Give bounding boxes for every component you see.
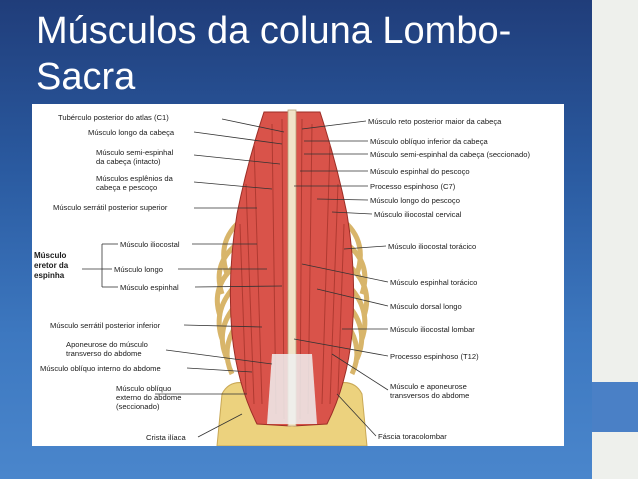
label-iliocostal-toracico: Músculo iliocostal torácico bbox=[388, 242, 477, 251]
label-serratil-inferior: Músculo serrátil posterior inferior bbox=[50, 321, 161, 330]
label-semi-espinhal-seccionado: Músculo semi-espinhal da cabeça (seccion… bbox=[370, 150, 530, 159]
label-reto-posterior: Músculo reto posterior maior da cabeça bbox=[368, 117, 502, 126]
label-fascia-toracolombar: Fáscia toracolombar bbox=[378, 432, 447, 441]
label-espinhal-pescoco: Músculo espinhal do pescoço bbox=[370, 167, 470, 176]
label-processo-t12: Processo espinhoso (T12) bbox=[390, 352, 479, 361]
spinal-column bbox=[287, 109, 297, 427]
label-tuberculo-atlas: Tubérculo posterior do atlas (C1) bbox=[58, 113, 169, 122]
label-espinhal-toracico: Músculo espinhal torácico bbox=[390, 278, 478, 287]
label-obliquo-externo-2: externo do abdome bbox=[116, 393, 182, 402]
label-obliquo-inferior: Músculo oblíquo inferior da cabeça bbox=[370, 137, 488, 146]
right-pointer-lines bbox=[293, 120, 389, 437]
label-longo-pescoco: Músculo longo do pescoço bbox=[370, 196, 460, 205]
slide-title: Músculos da coluna Lombo-Sacra bbox=[36, 10, 512, 98]
label-crista-iliaca: Crista ilíaca bbox=[146, 433, 186, 442]
anatomy-figure: Tubérculo posterior do atlas (C1) Múscul… bbox=[32, 104, 564, 446]
label-esplenios-2: cabeça e pescoço bbox=[96, 183, 158, 192]
anatomy-illustration bbox=[82, 109, 389, 446]
label-iliocostal-cervical: Músculo iliocostal cervical bbox=[374, 210, 462, 219]
label-eretor-2: eretor da bbox=[34, 261, 69, 270]
label-processo-c7: Processo espinhoso (C7) bbox=[370, 182, 456, 191]
label-dorsal-longo: Músculo dorsal longo bbox=[390, 302, 462, 311]
label-aponeurose-transversos: Músculo e aponeurose bbox=[390, 382, 467, 391]
label-serratil-superior: Músculo serrátil posterior superior bbox=[53, 203, 168, 212]
label-aponeurose-2: transverso do abdome bbox=[66, 349, 142, 358]
label-aponeurose-transversos-2: transversos do abdome bbox=[390, 391, 470, 400]
label-semi-espinhal: Músculo semi-espinhal bbox=[96, 148, 174, 157]
label-obliquo-externo: Músculo oblíquo bbox=[116, 384, 172, 393]
label-esplenios: Músculos esplênios da bbox=[96, 174, 173, 183]
label-eretor-3: espinha bbox=[34, 271, 65, 280]
aponeurosis bbox=[267, 354, 317, 424]
accent-block bbox=[592, 382, 638, 432]
label-iliocostal: Músculo iliocostal bbox=[120, 240, 180, 249]
label-longo-cabeca: Músculo longo da cabeça bbox=[88, 128, 175, 137]
label-obliquo-interno: Músculo oblíquo interno do abdome bbox=[40, 364, 161, 373]
label-obliquo-externo-3: (seccionado) bbox=[116, 402, 160, 411]
left-pointer-lines bbox=[82, 118, 285, 438]
label-eretor-1: Músculo bbox=[34, 251, 67, 260]
label-semi-espinhal-2: da cabeça (intacto) bbox=[96, 157, 161, 166]
label-espinhal: Músculo espinhal bbox=[120, 283, 179, 292]
label-longo: Músculo longo bbox=[114, 265, 163, 274]
label-iliocostal-lombar: Músculo iliocostal lombar bbox=[390, 325, 475, 334]
label-aponeurose: Aponeurose do músculo bbox=[66, 340, 148, 349]
